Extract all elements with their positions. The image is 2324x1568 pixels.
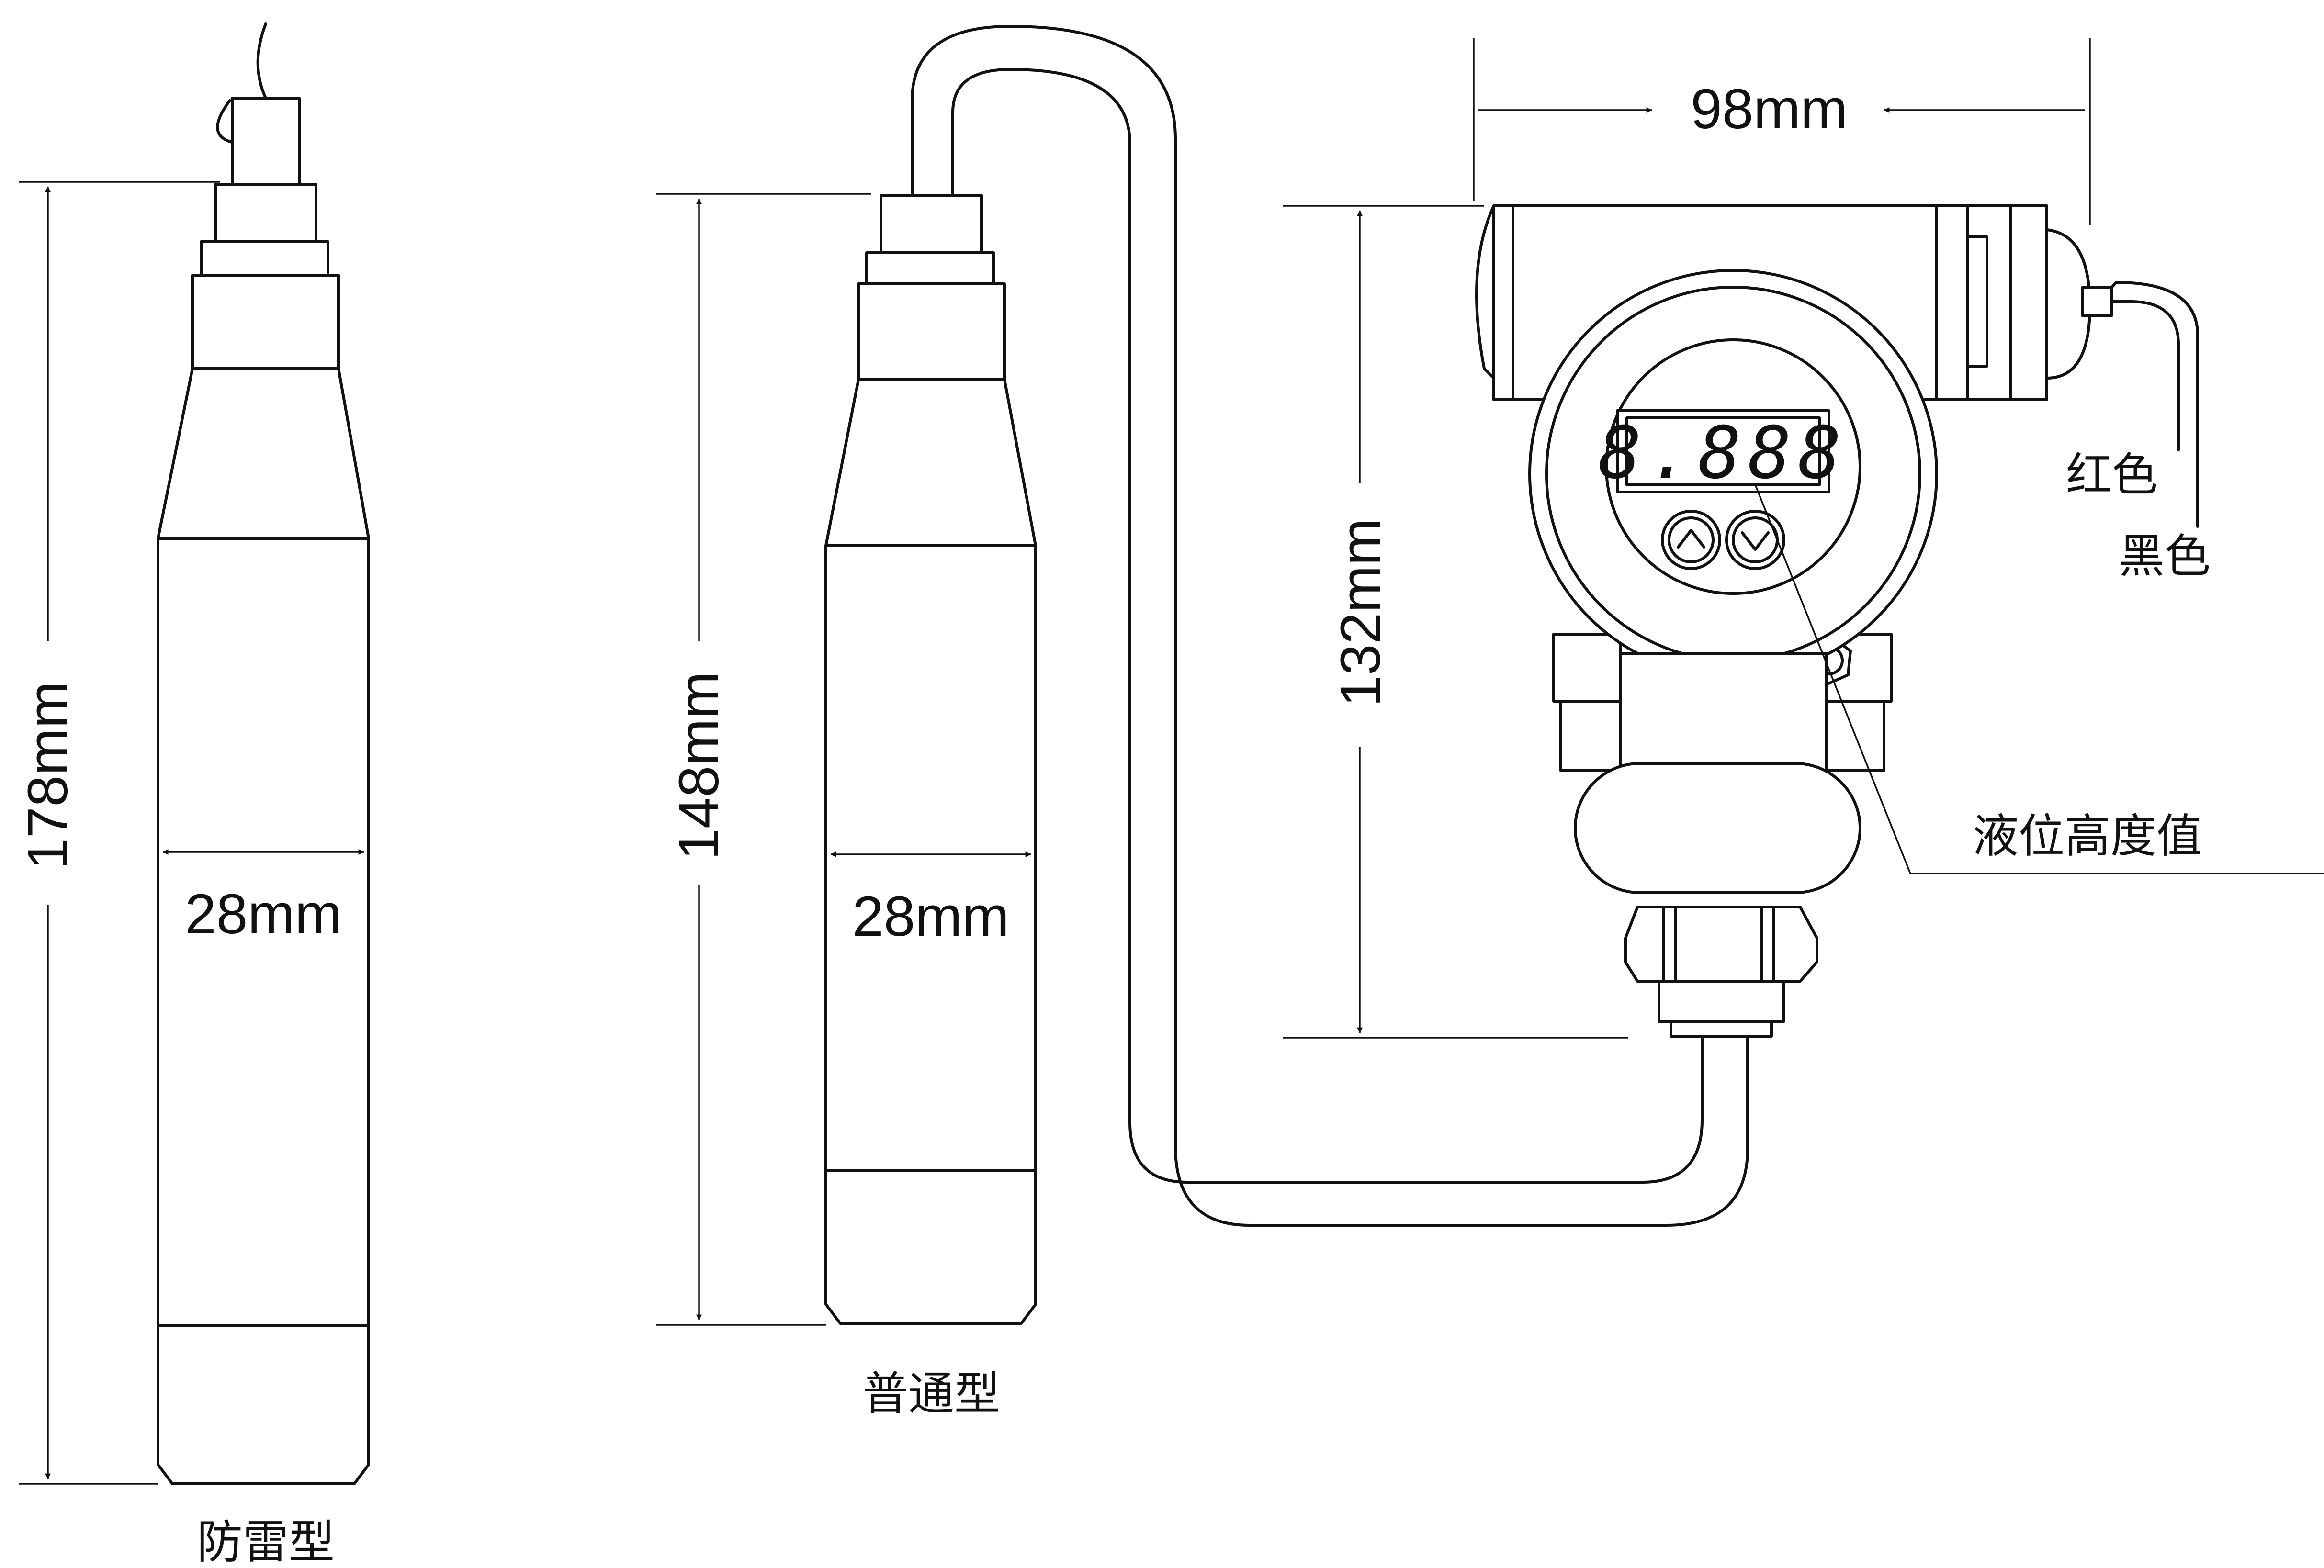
standard-probe [824,194,1037,1325]
chevron-down-icon [1741,531,1770,551]
std-taper [824,378,1037,547]
wire-black [2088,281,2199,528]
lightning-length-dimension: 178mm [16,181,220,1485]
caption-lightning-type: 防雷型 [197,1515,335,1568]
connecting-cable [911,25,1749,1227]
fitting-stem [1658,980,1785,1023]
std-body [824,544,1037,1172]
up-button[interactable] [1661,510,1721,570]
dim-28mm-left: 28mm [185,883,342,946]
std-neck [857,282,1006,381]
wire-red [2088,300,2180,451]
caption-standard-type: 普通型 [862,1367,1000,1421]
lightning-diameter-dimension: 28mm [162,849,364,946]
probe-tip [157,1324,370,1485]
caption-level-value: 液位高度值 [1973,809,2202,863]
standard-length-dimension: 148mm [656,193,871,1326]
transmitter: 8.888 [1475,204,2199,1038]
dim-28mm-middle: 28mm [852,885,1009,948]
dim-178mm: 178mm [16,681,79,869]
dim-148mm: 148mm [667,672,731,860]
dim-132mm: 132mm [1329,518,1392,706]
probe-collar [200,240,329,277]
transmitter-neck [1619,652,1828,777]
caption-wire-black: 黑色 [2119,529,2211,583]
lightning-probe [157,22,370,1485]
probe-neck [191,274,340,370]
level-value-leader [1754,483,2324,874]
lcd-readout: 8.888 [1598,412,1848,495]
transmitter-width-dimension: 98mm [1473,38,2091,225]
cable-stub [231,97,301,188]
gland-nut [1935,204,2048,401]
lcd-window [1616,409,1830,493]
probe-cap [214,183,317,243]
chevron-up-icon [1677,529,1705,549]
standard-diameter-dimension: 28mm [830,851,1031,948]
down-button[interactable] [1725,510,1785,570]
std-collar [865,251,995,285]
dim-98mm: 98mm [1691,78,1848,141]
std-tip [824,1169,1037,1325]
display-face [1605,338,1861,595]
transmitter-height-dimension: 132mm [1283,205,1628,1039]
probe-taper [157,367,370,540]
probe-body [157,537,370,1327]
bracket-left [1552,633,1622,703]
diaphragm-housing [1574,762,1861,894]
std-cap [880,194,983,254]
caption-wire-red: 红色 [2066,448,2158,502]
